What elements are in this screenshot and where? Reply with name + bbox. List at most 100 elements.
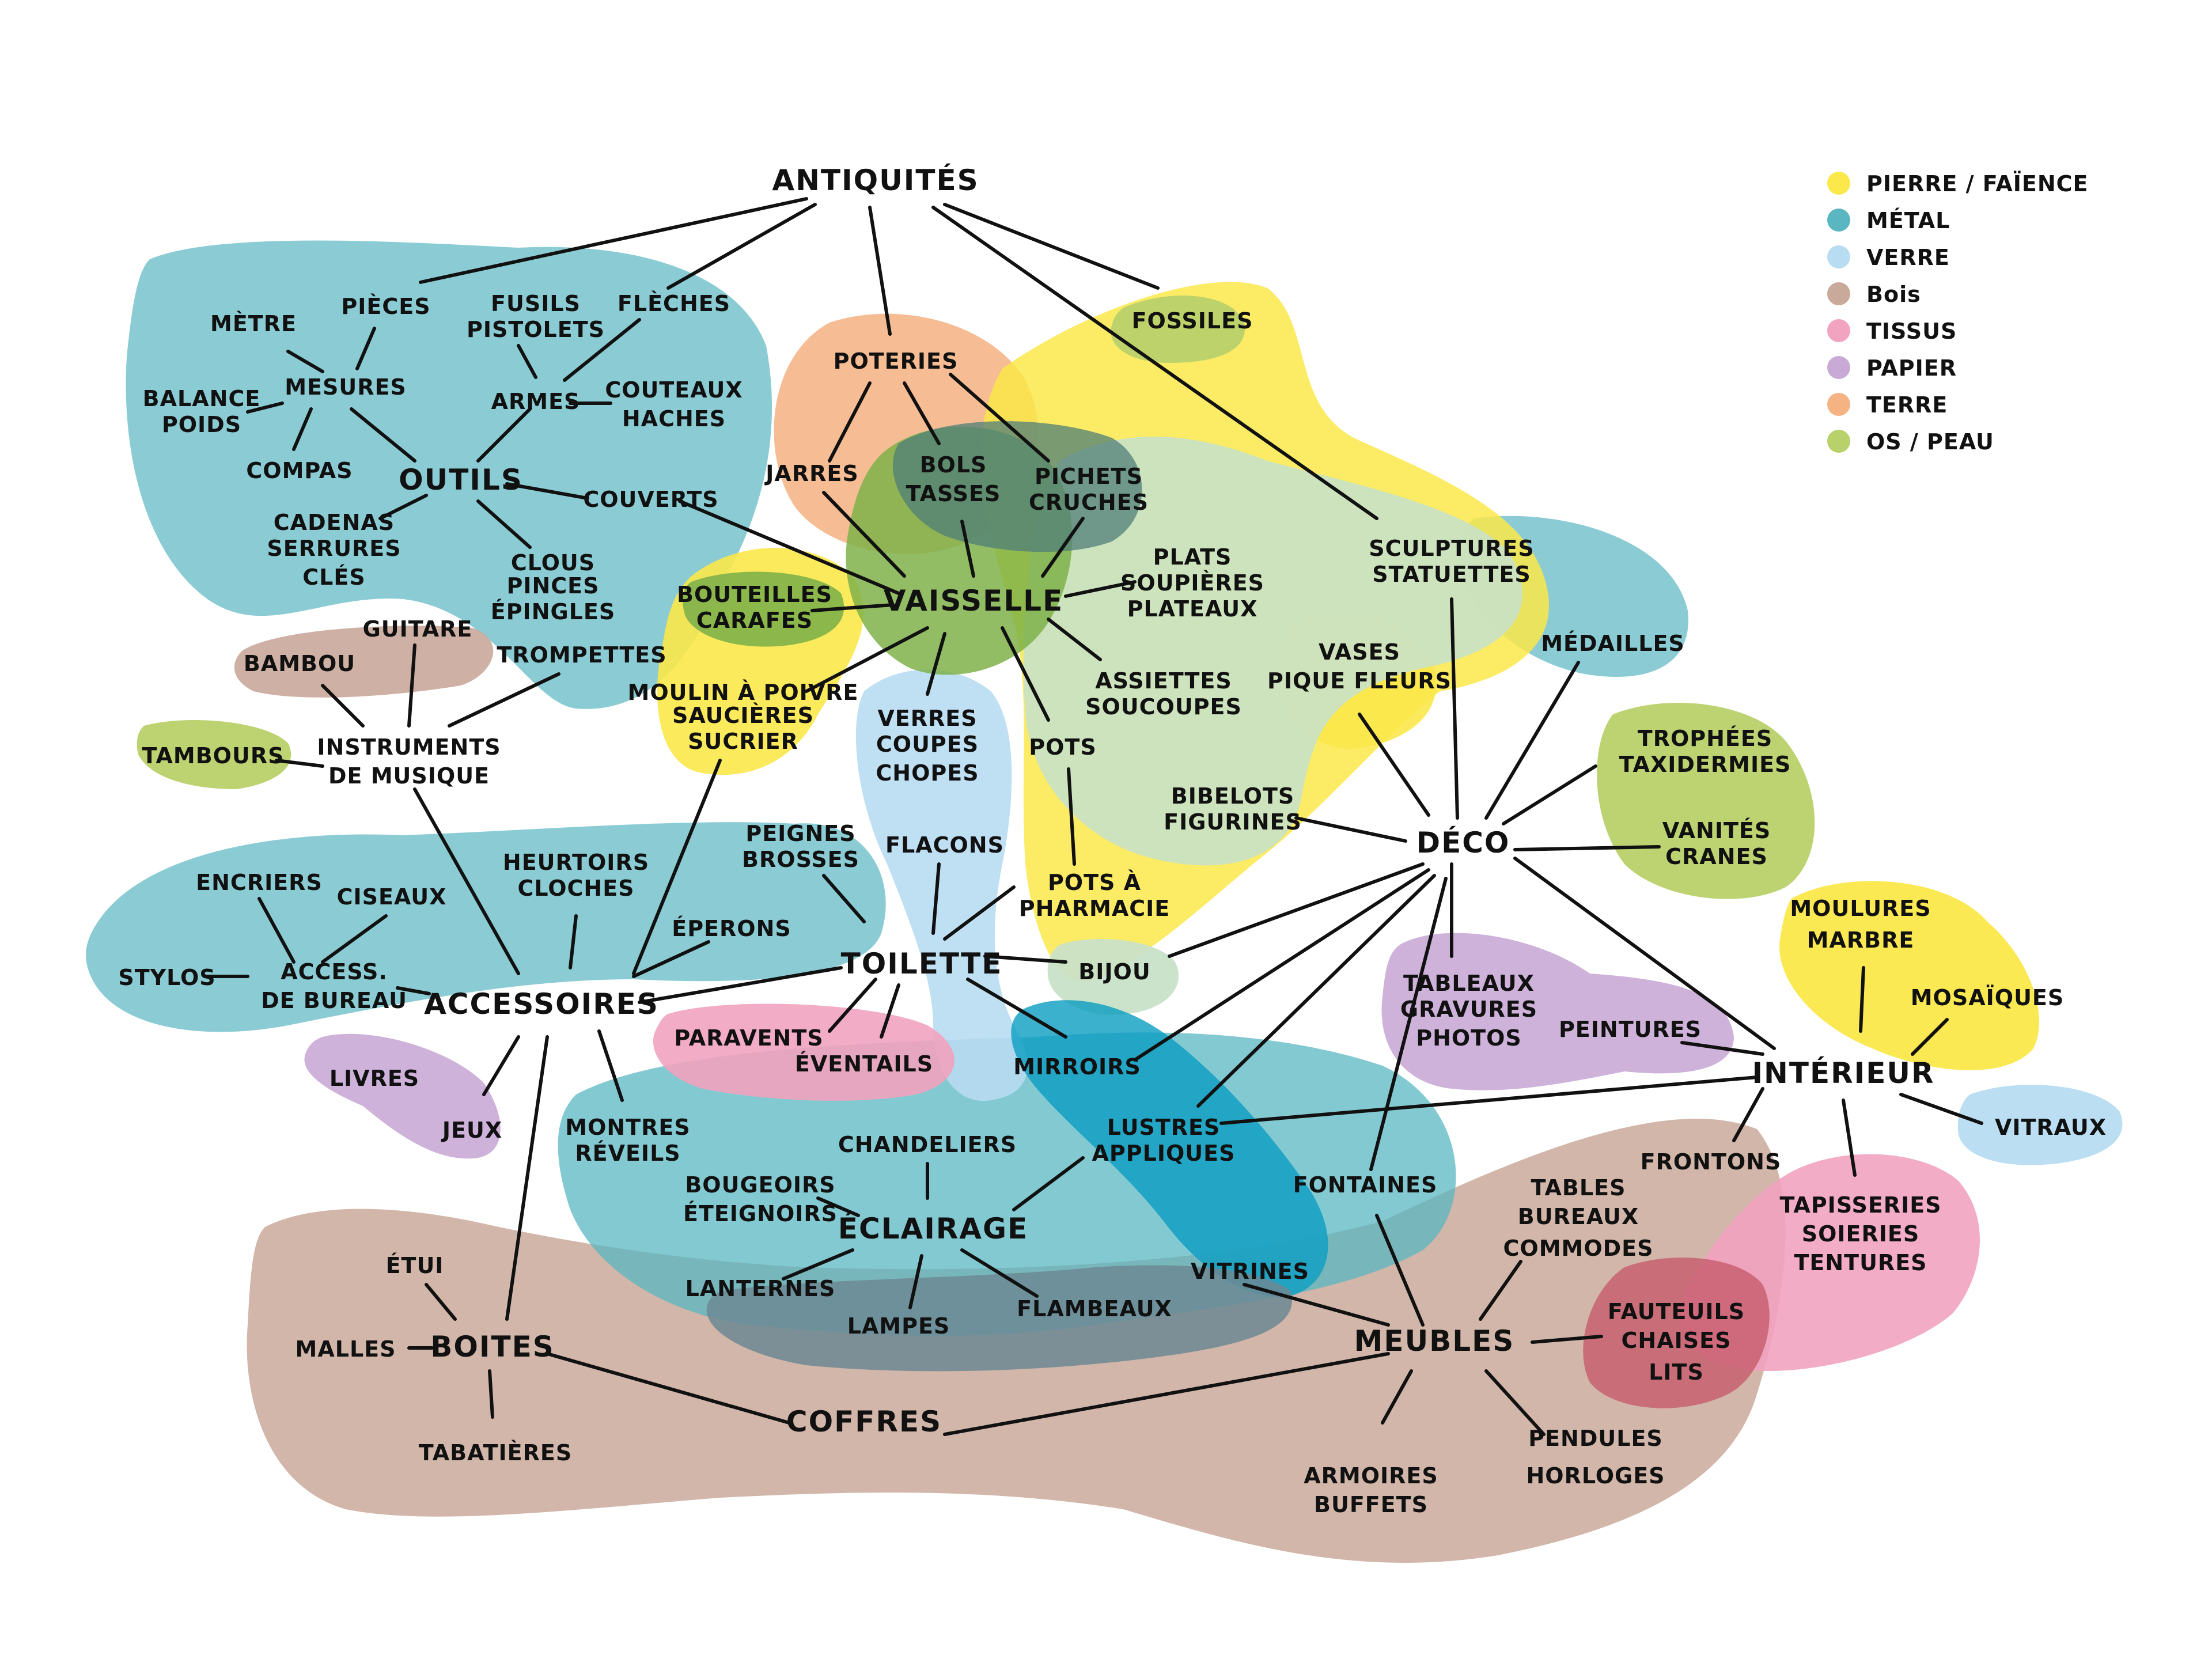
edge (563, 318, 641, 382)
edge (321, 684, 365, 728)
edge (396, 986, 431, 995)
edge (632, 940, 710, 978)
edge (931, 206, 1378, 520)
edge (1502, 764, 1597, 825)
node-fusils-line1: FUSILS (491, 291, 581, 316)
node-tableaux-line3: PHOTOS (1416, 1025, 1522, 1051)
node-plats-line1: PLATS (1153, 544, 1232, 570)
node-plats-line2: SOUPIÈRES (1120, 570, 1264, 596)
node-tables-line1: TABLES (1531, 1175, 1626, 1200)
node-lustres-line1: LUSTRES (1107, 1115, 1221, 1140)
node-jarres: JARRES (764, 461, 858, 486)
node-fauteuils-line1: FAUTEUILS (1608, 1299, 1745, 1324)
node-instruments-line1: INSTRUMENTS (317, 734, 501, 760)
node-vitrines: VITRINES (1191, 1259, 1309, 1284)
node-fauteuils-line2: CHAISES (1622, 1328, 1732, 1353)
edge (926, 632, 946, 696)
edge (960, 1248, 1039, 1298)
edge (1732, 1087, 1764, 1142)
node-bols-line1: BOLS (920, 452, 987, 478)
node-flacons: FLACONS (885, 832, 1004, 858)
edge (1001, 626, 1050, 722)
edge (1196, 874, 1436, 1108)
edge (903, 381, 941, 445)
edge (546, 1352, 791, 1425)
edge (943, 885, 1016, 941)
edge (632, 759, 722, 975)
node-etui: ÉTUI (386, 1253, 444, 1278)
edge (828, 381, 872, 463)
region-dark-flambeaux (706, 1265, 1293, 1372)
node-bibelots-line2: FIGURINES (1164, 809, 1302, 835)
edge (1067, 767, 1076, 866)
node-accessoires: ACCESSOIRES (424, 987, 659, 1021)
edge (816, 1196, 860, 1217)
node-couteaux-line2: HACHES (622, 406, 726, 431)
node-moulin-line3: SUCRIER (688, 729, 798, 754)
edge (448, 672, 560, 728)
node-vases-line1: VASES (1319, 639, 1400, 665)
node-tapisseries-line2: SOIERIES (1802, 1221, 1920, 1247)
node-peignes-line2: BROSSES (742, 847, 859, 872)
edge (482, 1035, 520, 1096)
edge (822, 874, 866, 923)
node-sculptures-line1: SCULPTURES (1369, 536, 1535, 561)
legend-item-bois: Bois (1827, 282, 1921, 307)
edge (1168, 862, 1425, 958)
node-bols-line2: TASSES (906, 481, 1001, 506)
edge (782, 1248, 854, 1281)
node-trophees-line1: TROPHÉES (1638, 726, 1772, 751)
legend-item-terre: TERRE (1827, 392, 1948, 418)
node-armoires-line1: ARMOIRES (1304, 1463, 1438, 1488)
node-frontons: FRONTONS (1641, 1149, 1782, 1175)
node-cadenas-line2: SERRURES (267, 536, 401, 561)
node-moulures-line1: MOULURES (1790, 896, 1931, 921)
edge (1859, 966, 1865, 1033)
edge (1294, 816, 1407, 843)
node-bijou: BIJOU (1078, 959, 1150, 984)
edge (407, 643, 416, 728)
node-vanites-line2: CRANES (1665, 844, 1768, 869)
edge (1513, 845, 1661, 851)
region-bone-tambours (137, 720, 291, 789)
node-eclairage: ÉCLAIRAGE (838, 1211, 1028, 1245)
node-medailles: MÉDAILLES (1541, 631, 1685, 656)
node-toilette: TOILETTE (841, 947, 1003, 980)
node-tables-line2: BUREAUX (1518, 1204, 1639, 1229)
edge (355, 327, 376, 370)
node-bougeoirs-line2: ÉTEIGNOIRS (683, 1201, 838, 1226)
legend-swatch (1827, 209, 1850, 232)
region-dark-bols (892, 421, 1142, 552)
legend-label: TISSUS (1866, 319, 1957, 344)
node-meubles: MEUBLES (1354, 1324, 1515, 1358)
legend-swatch (1827, 319, 1850, 342)
node-peignes-line1: PEIGNES (745, 821, 855, 846)
node-mosaiques: MOSAÏQUES (1911, 985, 2065, 1010)
edge (476, 407, 532, 463)
legend-label: TERRE (1866, 392, 1948, 418)
edge (275, 759, 324, 768)
edge (943, 1352, 1390, 1436)
node-moulures-line2: MARBRE (1807, 927, 1915, 953)
node-verres-line1: VERRES (877, 706, 977, 731)
node-clous-line2: PINCES (506, 573, 599, 599)
legend-label: PIERRE / FAÏENCE (1866, 171, 2089, 196)
node-instruments-line2: DE MUSIQUE (328, 763, 490, 789)
edge (1513, 857, 1776, 1050)
node-bambou: BAMBOU (244, 651, 355, 676)
node-stylos: STYLOS (118, 965, 215, 990)
node-jeux: JEUX (441, 1118, 502, 1143)
region-paper-tableaux (1381, 933, 1734, 1090)
node-verres-line2: COUPES (876, 732, 979, 757)
edge (569, 914, 578, 969)
edge (1012, 1156, 1085, 1211)
edge (425, 1283, 457, 1321)
edge (286, 350, 324, 373)
node-pendules-line2: HORLOGES (1526, 1463, 1665, 1488)
legend-swatch (1827, 282, 1850, 305)
edge (476, 499, 532, 549)
node-interieur: INTÉRIEUR (1752, 1056, 1934, 1090)
legend-item-papier: PAPIER (1827, 355, 1956, 381)
node-labels: ANTIQUITÉS PIÈCES MÈTRE MESURES BALANCE … (118, 163, 2106, 1517)
edge (1047, 618, 1102, 661)
